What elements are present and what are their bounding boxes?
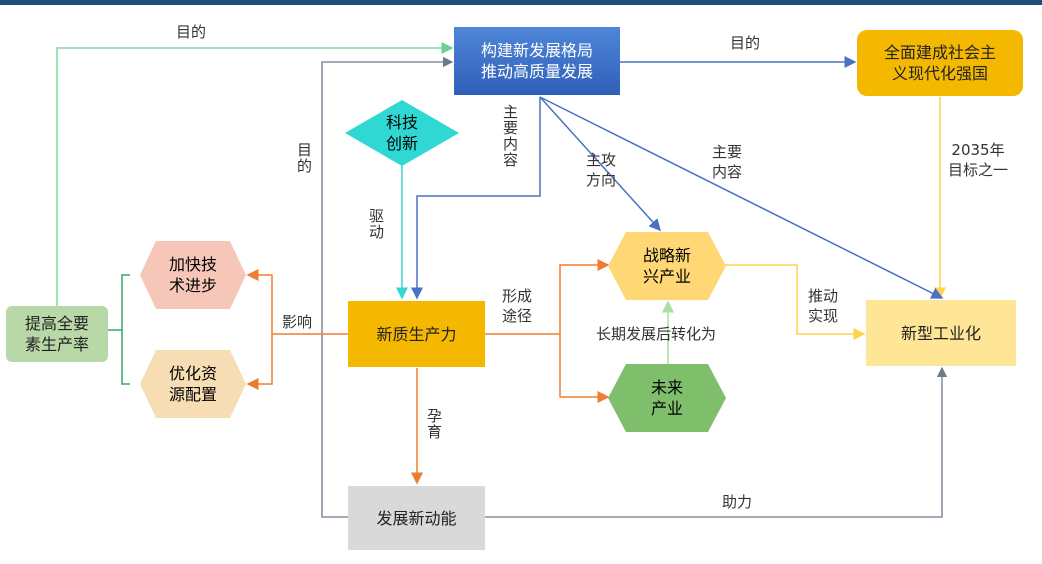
label-influence: 影响 xyxy=(282,313,313,331)
strong-country-line1: 全面建成社会主 xyxy=(883,43,996,62)
label-long-term-transform: 长期发展后转化为 xyxy=(596,325,717,343)
label-main-content-right: 主要 内容 xyxy=(712,142,742,182)
label-purpose-top-right: 目的 xyxy=(730,34,761,52)
strategic-line2: 兴产业 xyxy=(642,267,691,286)
edge-goal-to-strategic xyxy=(539,96,662,232)
edge-momentum-to-goal xyxy=(321,56,454,518)
label-form-path: 形成 途径 xyxy=(502,286,532,326)
edge-momentum-to-industrial xyxy=(485,366,948,518)
label-main-attack-direction: 主攻 方向 xyxy=(586,150,616,190)
new-development-momentum-box: 发展新动能 xyxy=(348,486,485,550)
push-realize-line1: 推动 xyxy=(808,287,839,305)
tfp-line2: 素生产率 xyxy=(24,335,89,354)
strategic-line1: 战略新 xyxy=(642,246,691,265)
tech-line2: 创新 xyxy=(385,134,418,153)
label-nurture: 孕育 xyxy=(425,408,443,440)
target-2035-line2: 目标之一 xyxy=(948,161,1009,179)
edge-influence-to-tech-progress xyxy=(246,269,273,334)
tfp-line1: 提高全要 xyxy=(24,314,89,333)
modern-strong-country-box: 全面建成社会主 义现代化强国 xyxy=(857,30,1023,96)
future-line2: 产业 xyxy=(650,399,683,418)
total-factor-productivity-box: 提高全要 素生产率 xyxy=(6,306,108,362)
tech-progress-line1: 加快技 xyxy=(168,255,217,274)
label-main-content-vertical: 主要内容 xyxy=(501,104,519,168)
goal-box-line2: 推动高质量发展 xyxy=(480,62,593,81)
main-attack-line2: 方向 xyxy=(586,171,617,189)
edge-goal-to-industrial xyxy=(539,96,944,299)
resource-line2: 源配置 xyxy=(168,385,217,404)
edge-tfp-to-goal xyxy=(56,42,454,306)
new-momentum-text: 发展新动能 xyxy=(376,508,457,528)
tech-innovation-diamond: 科技 创新 xyxy=(345,100,459,166)
strategic-emerging-industry-hex: 战略新 兴产业 xyxy=(608,232,726,300)
future-industry-hex: 未来 产业 xyxy=(608,364,726,432)
label-assist: 助力 xyxy=(722,493,753,511)
new-industrialization-box: 新型工业化 xyxy=(866,300,1016,366)
edge-influence-to-resource xyxy=(246,334,273,390)
tfp-bracket xyxy=(121,274,130,385)
goal-box-line1: 构建新发展格局 xyxy=(480,41,593,60)
tech-line1: 科技 xyxy=(385,113,418,132)
new-quality-productivity-box: 新质生产力 xyxy=(348,301,485,367)
form-path-line2: 途径 xyxy=(502,307,533,325)
push-realize-line2: 实现 xyxy=(808,307,839,325)
edge-path-to-future xyxy=(559,334,610,403)
new-productivity-text: 新质生产力 xyxy=(376,324,457,344)
edge-strategic-to-industrial xyxy=(725,264,866,340)
accelerate-tech-progress-hex: 加快技 术进步 xyxy=(140,241,246,309)
main-attack-line1: 主攻 xyxy=(586,151,617,169)
edge-path-to-strategic xyxy=(559,259,610,334)
optimize-resource-allocation-hex: 优化资 源配置 xyxy=(140,350,246,418)
main-content-line1: 主要 xyxy=(712,143,743,161)
strong-country-line2: 义现代化强国 xyxy=(891,64,988,83)
resource-line1: 优化资 xyxy=(168,364,217,383)
label-drive: 驱动 xyxy=(367,208,385,240)
label-purpose-vertical: 目的 xyxy=(295,142,313,174)
new-industrial-text: 新型工业化 xyxy=(900,323,981,343)
edge-goal-to-productivity xyxy=(411,97,541,300)
future-line1: 未来 xyxy=(650,378,683,397)
label-push-realize: 推动 实现 xyxy=(808,286,838,326)
form-path-line1: 形成 xyxy=(502,287,533,305)
label-purpose-top-left: 目的 xyxy=(176,23,207,41)
main-content-line2: 内容 xyxy=(712,163,743,181)
target-2035-line1: 2035年 xyxy=(951,141,1005,159)
label-target-2035: 2035年 目标之一 xyxy=(948,140,1008,180)
tech-progress-line2: 术进步 xyxy=(168,276,217,295)
top-accent-bar xyxy=(0,0,1042,5)
goal-high-quality-development-box: 构建新发展格局 推动高质量发展 xyxy=(454,27,620,95)
